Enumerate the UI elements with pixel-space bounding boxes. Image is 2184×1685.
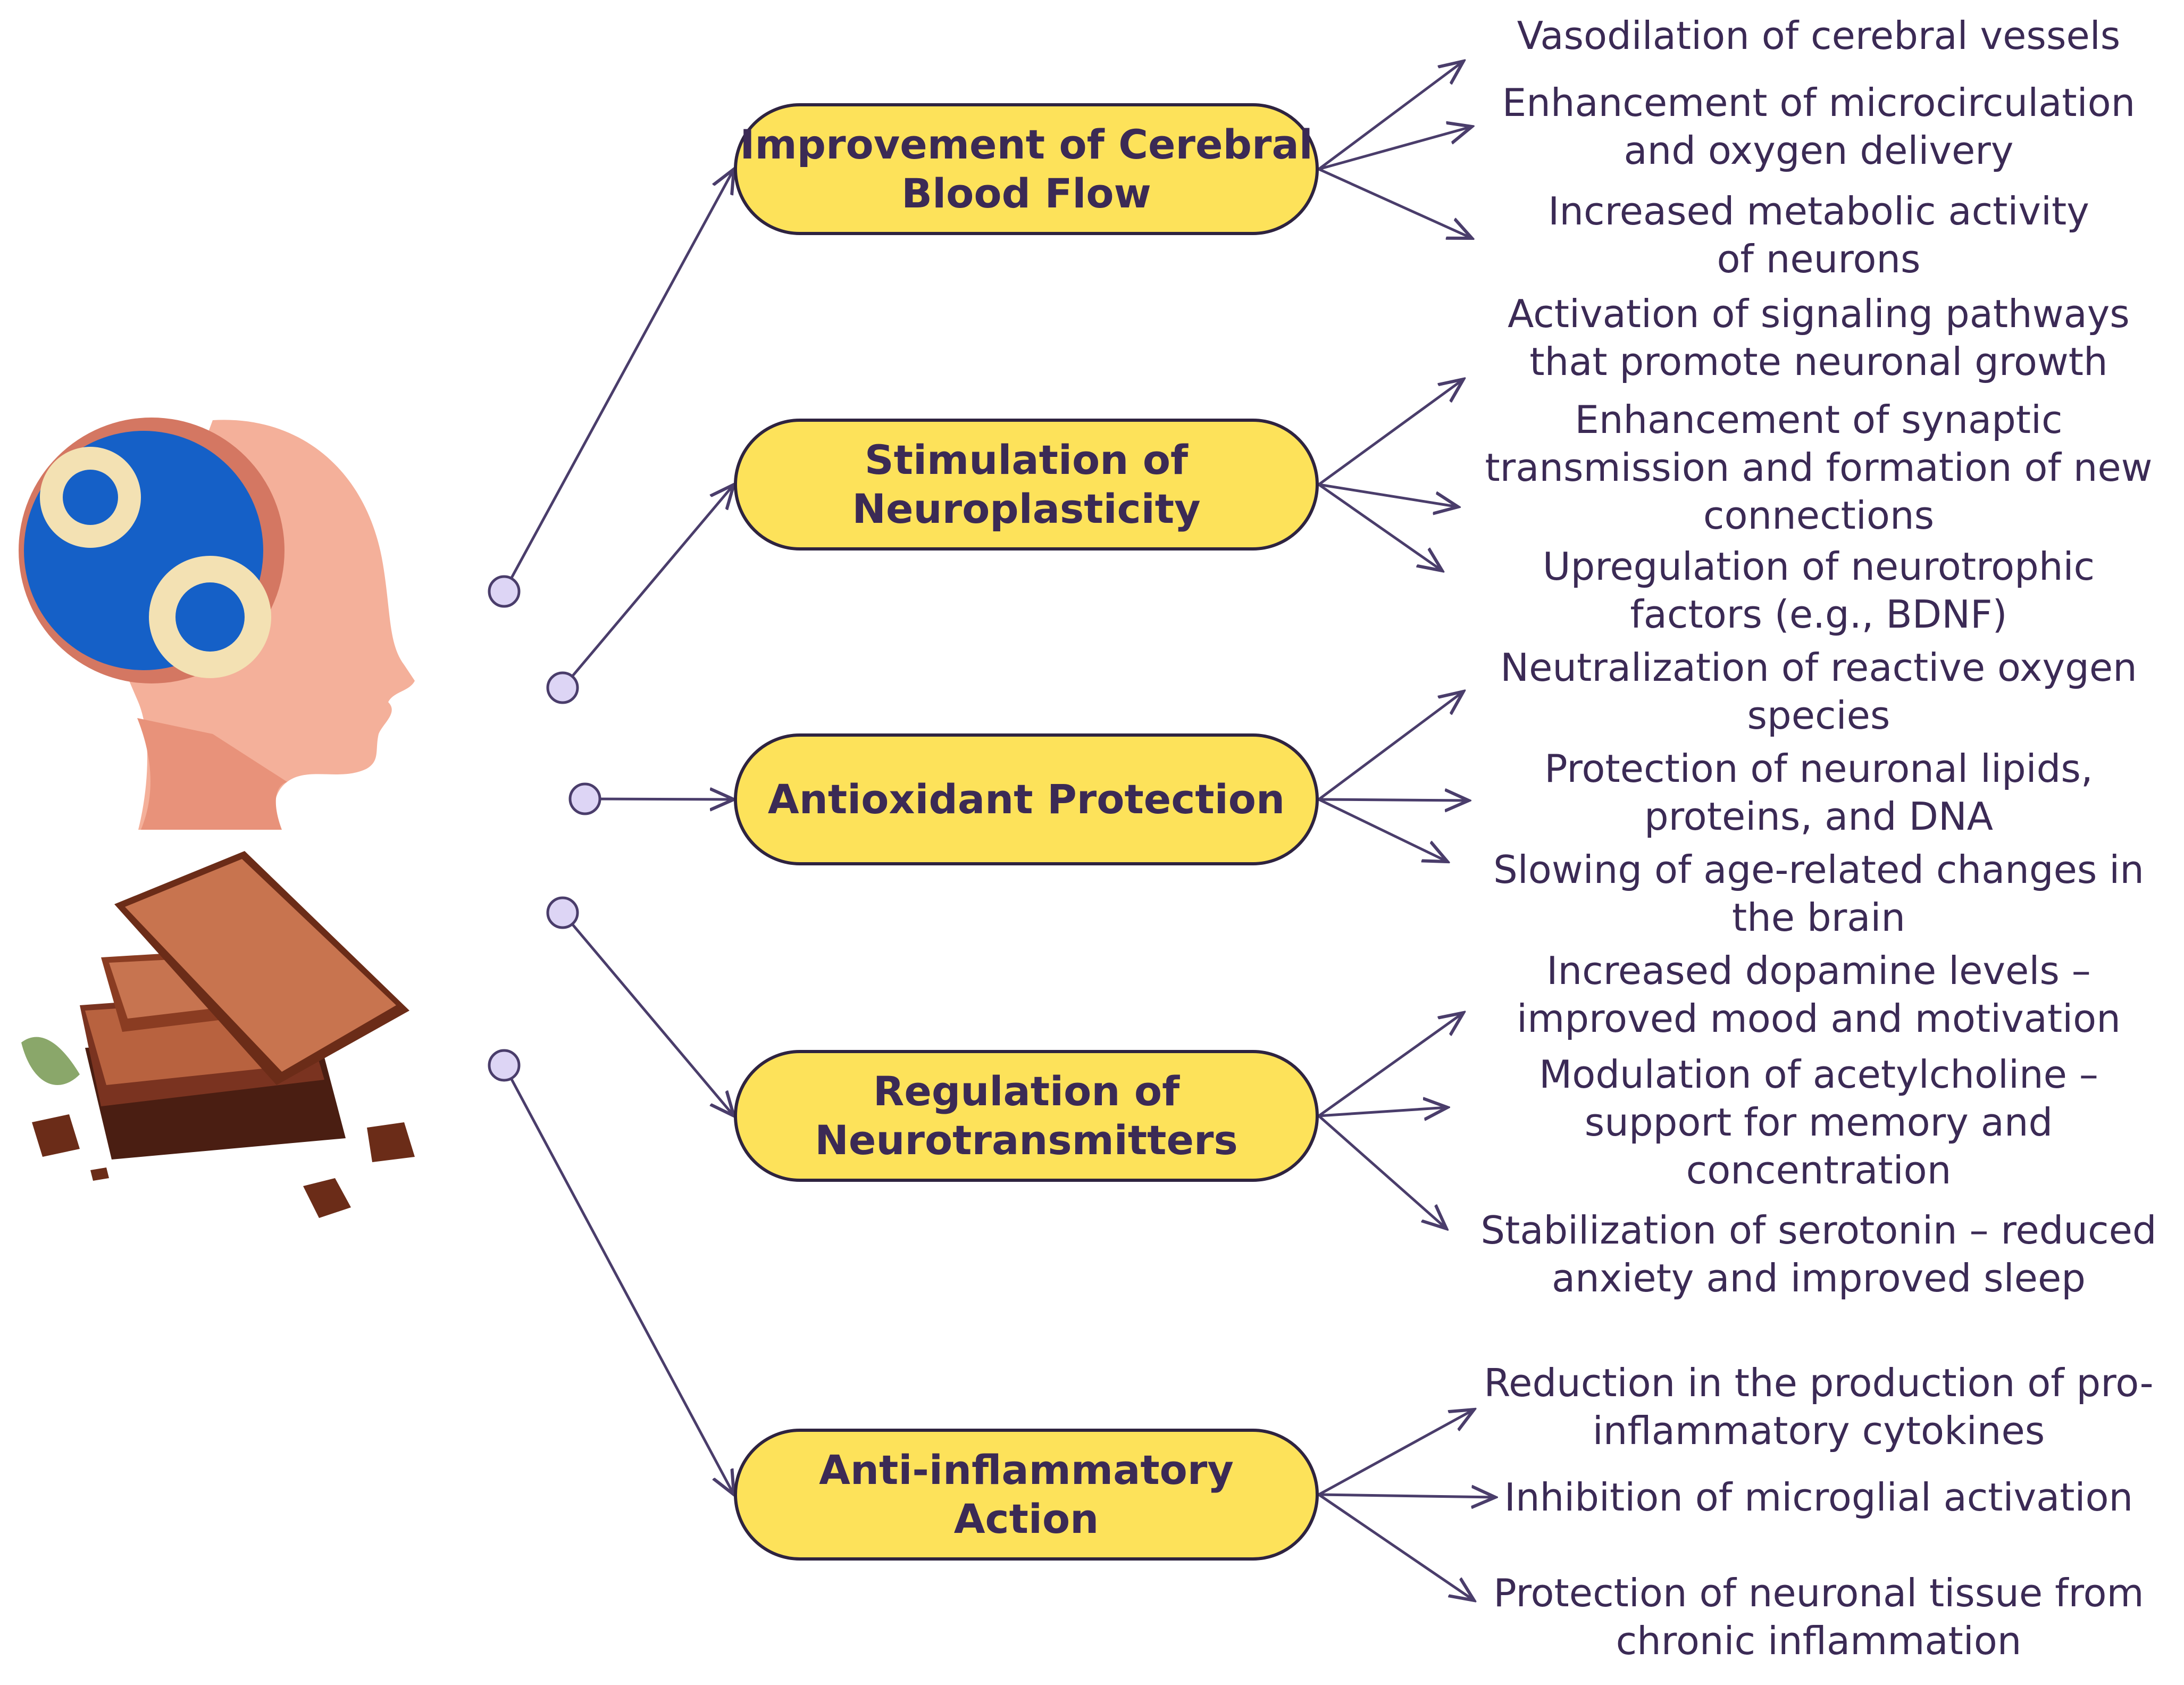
effect-text-line: Reduction in the production of pro- <box>1484 1361 2154 1405</box>
effect-text-line: connections <box>1703 493 1935 538</box>
pill-to-effect-arrow <box>1318 168 1472 238</box>
effect-text-line: and oxygen delivery <box>1624 128 2014 173</box>
connectors <box>488 61 1495 1600</box>
mechanism-label-line: Neuroplasticity <box>852 485 1201 532</box>
mechanism-label-line: Antioxidant Protection <box>767 775 1285 823</box>
effect-text-line: Protection of neuronal tissue from <box>1493 1571 2144 1615</box>
effect-text-line: Activation of signaling pathways <box>1508 291 2130 336</box>
connector-node <box>546 896 579 929</box>
node-to-pill-connector <box>503 169 734 593</box>
effect-text-line: Upregulation of neurotrophic <box>1542 544 2095 589</box>
chocolate-bars-icon <box>21 851 415 1218</box>
effect-text-line: anxiety and improved sleep <box>1552 1256 2086 1300</box>
connector-node <box>488 1049 521 1082</box>
effect-text-line: Increased metabolic activity <box>1548 189 2089 233</box>
mechanism-label-line: Regulation of <box>873 1067 1180 1115</box>
node-to-pill-connector <box>562 485 734 689</box>
connector-node <box>488 575 521 608</box>
effect-text-line: Increased dopamine levels – <box>1546 948 2091 993</box>
mechanism-label-line: Neurotransmitters <box>815 1116 1238 1164</box>
pill-to-effect-arrow <box>1318 1493 1474 1600</box>
mechanism-label-line: Action <box>953 1495 1099 1542</box>
pill-to-effect-arrow <box>1318 1409 1474 1496</box>
mechanism-label-line: Improvement of Cerebral <box>740 121 1313 168</box>
pill-to-effect-arrow <box>1318 127 1472 171</box>
mechanism-label: Antioxidant Protection <box>768 775 1285 824</box>
pill-to-effect-arrow <box>1318 799 1469 800</box>
effect-text: Vasodilation of cerebral vessels <box>1446 12 2184 60</box>
pill-to-effect-arrow <box>1318 1115 1446 1229</box>
effect-text-line: improved mood and motivation <box>1517 996 2121 1041</box>
effect-text-line: the brain <box>1731 895 1906 940</box>
pill-to-effect-arrow <box>1318 691 1463 801</box>
effect-text-line: support for memory and <box>1584 1100 2053 1145</box>
effect-text-line: Modulation of acetylcholine – <box>1539 1052 2098 1097</box>
effect-text: Reduction in the production of pro-infla… <box>1446 1359 2184 1455</box>
pill-to-effect-arrow <box>1318 483 1458 507</box>
effect-text-line: species <box>1747 693 1890 738</box>
pill-to-effect-arrow <box>1318 1107 1447 1116</box>
effect-text-line: Neutralization of reactive oxygen <box>1500 645 2137 690</box>
effect-text: Increased dopamine levels –improved mood… <box>1446 947 2184 1042</box>
mechanism-pill: Antioxidant Protection <box>734 733 1319 865</box>
effect-text-line: that promote neuronal growth <box>1529 339 2108 384</box>
effect-text-line: Enhancement of microcirculation <box>1502 80 2136 125</box>
effect-text: Modulation of acetylcholine –support for… <box>1446 1050 2184 1194</box>
mechanism-label-line: Anti-inflammatory <box>819 1446 1234 1494</box>
connector-node <box>546 671 579 704</box>
pill-to-effect-arrow <box>1318 61 1463 171</box>
effect-text-line: Protection of neuronal lipids, <box>1544 746 2093 791</box>
effect-text-line: inflammatory cytokines <box>1592 1408 2045 1453</box>
node-to-pill-connector <box>562 912 734 1116</box>
effect-text-line: transmission and formation of new <box>1485 445 2153 490</box>
effect-text-line: Inhibition of microglial activation <box>1504 1475 2133 1520</box>
mechanism-label-line: Stimulation of <box>864 436 1189 483</box>
pill-to-effect-arrow <box>1318 1495 1495 1497</box>
effect-text-line: Enhancement of synaptic <box>1575 397 2063 442</box>
head-with-gears-icon <box>19 418 415 830</box>
effect-text-line: Slowing of age-related changes in <box>1493 847 2144 892</box>
connector-node <box>568 782 601 815</box>
effect-text-line: chronic inflammation <box>1616 1619 2022 1663</box>
pill-to-effect-arrow <box>1318 483 1442 571</box>
effect-text-line: Stabilization of serotonin – reduced <box>1480 1208 2157 1253</box>
effect-text: Inhibition of microglial activation <box>1446 1473 2184 1521</box>
effect-text-line: proteins, and DNA <box>1644 794 1994 839</box>
effect-text-line: factors (e.g., BDNF) <box>1630 592 2007 637</box>
effect-text: Protection of neuronal lipids,proteins, … <box>1446 745 2184 840</box>
pill-to-effect-arrow <box>1318 1013 1463 1117</box>
effect-text-line: concentration <box>1686 1148 1952 1192</box>
pill-to-effect-arrow <box>1318 379 1463 486</box>
pill-to-effect-arrow <box>1318 798 1447 862</box>
mechanism-label-line: Blood Flow <box>901 170 1151 217</box>
effect-text-line: of neurons <box>1717 237 1921 281</box>
effect-text-line: Vasodilation of cerebral vessels <box>1517 13 2121 58</box>
node-to-pill-connector <box>503 1064 734 1495</box>
